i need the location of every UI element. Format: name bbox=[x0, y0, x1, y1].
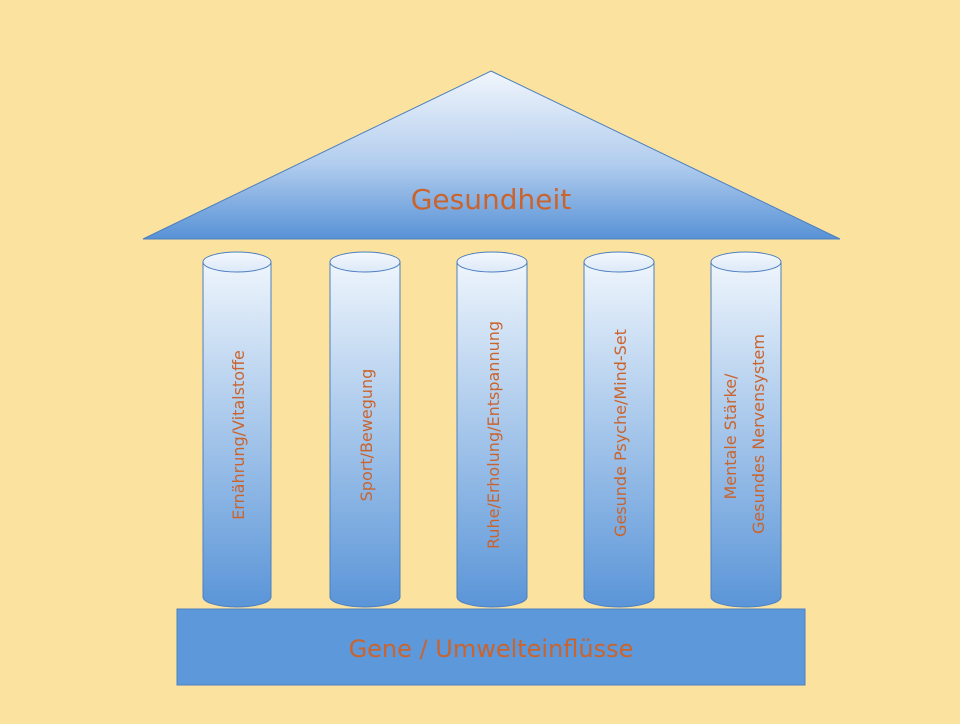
pillar-5-label: Mentale Stärke/ Gesundes Nervensystem bbox=[721, 334, 768, 534]
pillar-2-top bbox=[329, 251, 401, 273]
pillar-3-label: Ruhe/Erholung/Entspannung bbox=[484, 321, 503, 549]
pillar-3-body bbox=[456, 261, 528, 608]
pillar-5-body bbox=[710, 261, 782, 608]
pillar-2-label: Sport/Bewegung bbox=[357, 369, 376, 502]
foundation-block bbox=[176, 608, 806, 686]
roof: Gesundheit bbox=[142, 70, 841, 240]
pillar-4-top bbox=[583, 251, 655, 273]
pillar-1-top bbox=[202, 251, 272, 273]
pillar-1-body bbox=[202, 261, 272, 608]
pillar-1: Ernährung/Vitalstoffe bbox=[202, 251, 272, 608]
pillar-4: Gesunde Psyche/Mind-Set bbox=[583, 251, 655, 608]
pillar-3: Ruhe/Erholung/Entspannung bbox=[456, 251, 528, 608]
pillars: Ernährung/Vitalstoffe Sport/Bewegung Ruh… bbox=[202, 251, 782, 608]
pillar-1-label: Ernährung/Vitalstoffe bbox=[229, 350, 248, 520]
pillar-5: Mentale Stärke/ Gesundes Nervensystem bbox=[710, 251, 782, 608]
pillar-2-body bbox=[329, 261, 401, 608]
pillar-3-top bbox=[456, 251, 528, 273]
roof-label: Gesundheit bbox=[411, 183, 572, 216]
pillar-2: Sport/Bewegung bbox=[329, 251, 401, 608]
foundation-label: Gene / Umwelteinflüsse bbox=[349, 635, 634, 663]
pillar-5-top bbox=[710, 251, 782, 273]
foundation: Gene / Umwelteinflüsse bbox=[176, 608, 806, 686]
pillar-4-body bbox=[583, 261, 655, 608]
roof-shape bbox=[142, 70, 841, 240]
pillar-4-label: Gesunde Psyche/Mind-Set bbox=[611, 329, 630, 537]
